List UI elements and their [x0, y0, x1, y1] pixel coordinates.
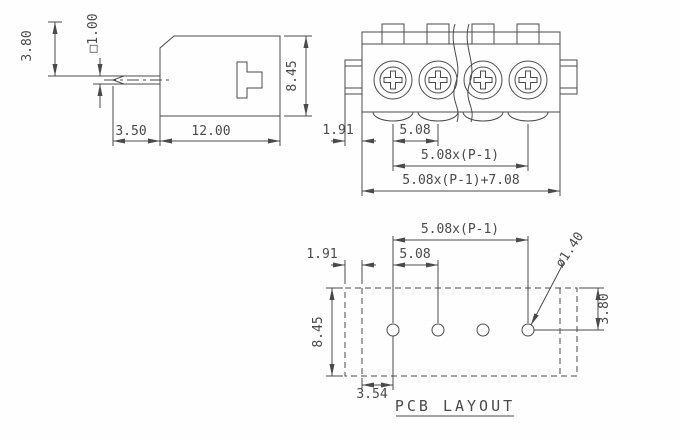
- break-line: [466, 23, 473, 123]
- dim-label-pin-length: 3.50: [115, 124, 146, 139]
- dim-label-pin-height: 3.80: [20, 30, 35, 61]
- screw-slot-cross-icon: [383, 70, 403, 90]
- dim-label-height: 8.45: [311, 316, 326, 347]
- view-title: PCB LAYOUT: [395, 397, 515, 415]
- top-tab: [471, 23, 495, 33]
- screw-terminal-1: [373, 60, 413, 100]
- dim-label-flange: 1.91: [306, 247, 337, 262]
- screw-slot-cross-icon: [473, 70, 493, 90]
- top-tab: [426, 23, 450, 33]
- dim-label-pitch: 5.08: [399, 123, 430, 138]
- dim-label-hole-offset: 3.80: [597, 293, 612, 324]
- leader-line: [530, 261, 565, 326]
- screw-terminal-4-inner: [514, 66, 542, 94]
- right-flange: [559, 59, 578, 95]
- dim-label-span: 5.08x(P-1): [421, 148, 499, 163]
- break-line: [452, 23, 459, 123]
- bottom-scallop: [372, 111, 414, 122]
- dim-label-hole-dia: ø1.40: [553, 230, 587, 271]
- dim-label-total: 5.08x(P-1)+7.08: [402, 173, 519, 188]
- screw-terminal-3-inner: [469, 66, 497, 94]
- latch-detail: [236, 61, 263, 99]
- pcb-layout-view: 5.08x(P-1) 1.91 5.08 ø1.40 8.45 3.80 3.5…: [306, 222, 612, 417]
- side-view: 3.80 □1.00 3.50 12.00 8.45: [20, 13, 312, 146]
- top-tab: [516, 23, 540, 33]
- dim-label-pin-square: □1.00: [86, 13, 101, 52]
- screw-terminal-1-inner: [379, 66, 407, 94]
- dim-label-pitch: 5.08: [399, 247, 430, 262]
- screw-slot-cross-icon: [518, 70, 538, 90]
- bottom-scallop: [462, 111, 504, 122]
- bottom-scallop: [417, 111, 459, 122]
- pcb-hole-4: [521, 323, 535, 337]
- bottom-scallop: [507, 111, 549, 122]
- screw-slot-cross-icon: [428, 70, 448, 90]
- pcb-hole-1: [386, 323, 400, 337]
- footprint-outline: [344, 287, 578, 377]
- dim-label-span: 5.08x(P-1): [421, 222, 499, 237]
- dim-label-body-width: 12.00: [191, 124, 230, 139]
- front-view: 1.91 5.08 5.08x(P-1) 5.08x(P-1)+7.08: [322, 23, 578, 196]
- connector-body-outline: [159, 35, 281, 117]
- dim-label-margin: 3.54: [356, 387, 387, 402]
- screw-terminal-3: [463, 60, 503, 100]
- pcb-hole-2: [431, 323, 445, 337]
- screw-terminal-2-inner: [424, 66, 452, 94]
- screw-terminal-4: [508, 60, 548, 100]
- dim-label-body-height: 8.45: [285, 60, 300, 91]
- pcb-hole-3: [476, 323, 490, 337]
- dim-label-flange: 1.91: [322, 123, 353, 138]
- left-flange: [344, 59, 363, 95]
- top-tab: [381, 23, 405, 33]
